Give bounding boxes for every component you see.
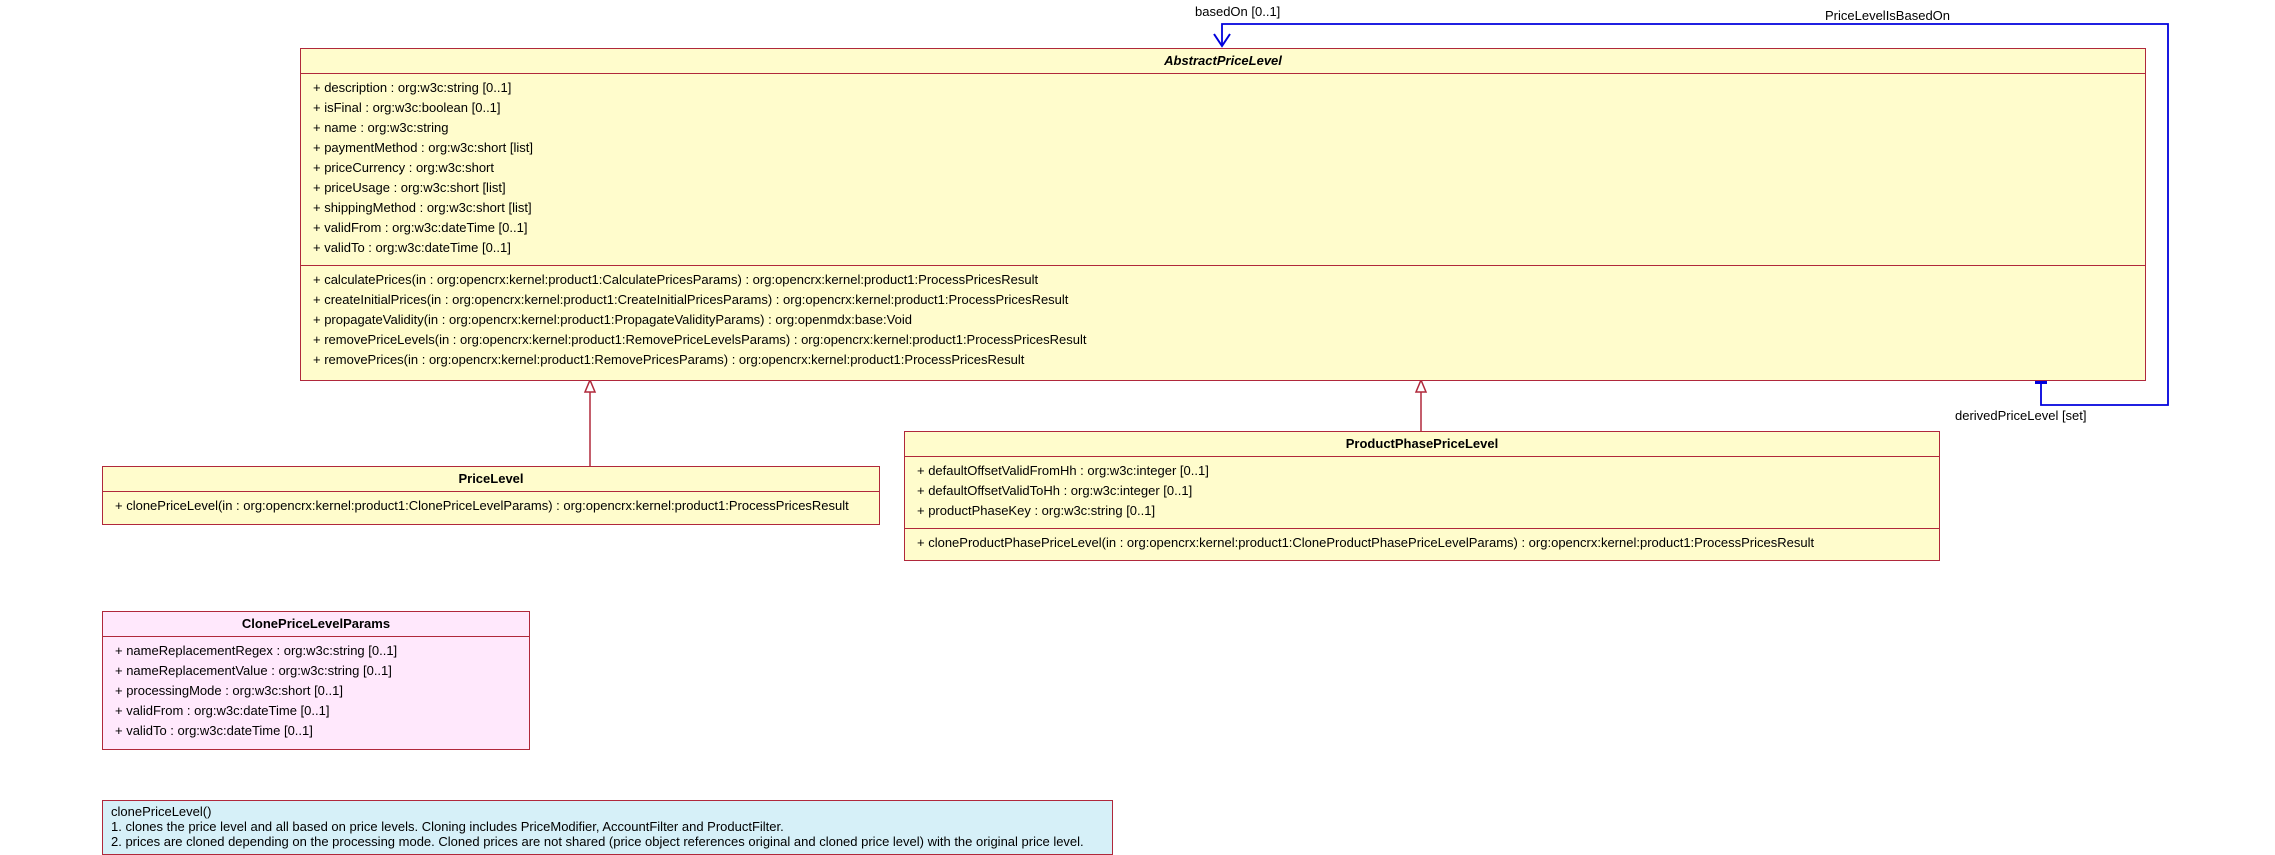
attribute-row: + priceUsage : org:w3c:short [list]: [313, 180, 506, 195]
attributes-section: + description : org:w3c:string [0..1] + …: [301, 74, 2145, 265]
attribute-row: + defaultOffsetValidToHh : org:w3c:integ…: [917, 483, 1193, 498]
attributes-section: + defaultOffsetValidFromHh : org:w3c:int…: [905, 457, 1939, 528]
note-line: clonePriceLevel(): [111, 804, 212, 819]
generalization-pricelevel-arrowhead: [583, 378, 597, 393]
note-line: 2. prices are cloned depending on the pr…: [111, 834, 1084, 849]
class-abstractpricelevel[interactable]: AbstractPriceLevel + description : org:w…: [300, 48, 2146, 381]
operations-section: + cloneProductPhasePriceLevel(in : org:o…: [905, 528, 1939, 557]
class-title: ClonePriceLevelParams: [103, 612, 529, 637]
attribute-row: + validFrom : org:w3c:dateTime [0..1]: [115, 703, 330, 718]
class-productphasepricelevel[interactable]: ProductPhasePriceLevel + defaultOffsetVa…: [904, 431, 1940, 561]
attribute-row: + priceCurrency : org:w3c:short: [313, 160, 494, 175]
class-title: ProductPhasePriceLevel: [905, 432, 1939, 457]
operation-row: + removePriceLevels(in : org:opencrx:ker…: [313, 332, 1087, 347]
class-title: PriceLevel: [103, 467, 879, 492]
attribute-row: + description : org:w3c:string [0..1]: [313, 80, 512, 95]
attribute-row: + productPhaseKey : org:w3c:string [0..1…: [917, 503, 1156, 518]
operation-row: + removePrices(in : org:opencrx:kernel:p…: [313, 352, 1025, 367]
attribute-row: + validFrom : org:w3c:dateTime [0..1]: [313, 220, 528, 235]
attribute-row: + validTo : org:w3c:dateTime [0..1]: [115, 723, 313, 738]
operation-row: + createInitialPrices(in : org:opencrx:k…: [313, 292, 1069, 307]
class-title: AbstractPriceLevel: [301, 49, 2145, 74]
generalization-productphase-arrowhead: [1414, 378, 1428, 393]
association-end-basedon-label: basedOn [0..1]: [1195, 4, 1281, 19]
attributes-section: + nameReplacementRegex : org:w3c:string …: [103, 637, 529, 745]
attribute-row: + validTo : org:w3c:dateTime [0..1]: [313, 240, 511, 255]
comment-note[interactable]: clonePriceLevel() 1. clones the price le…: [102, 800, 1113, 855]
operation-row: + clonePriceLevel(in : org:opencrx:kerne…: [115, 498, 849, 513]
attribute-row: + defaultOffsetValidFromHh : org:w3c:int…: [917, 463, 1209, 478]
operation-row: + calculatePrices(in : org:opencrx:kerne…: [313, 272, 1039, 287]
attribute-row: + paymentMethod : org:w3c:short [list]: [313, 140, 534, 155]
attribute-row: + processingMode : org:w3c:short [0..1]: [115, 683, 343, 698]
attribute-row: + shippingMethod : org:w3c:short [list]: [313, 200, 532, 215]
operation-row: + propagateValidity(in : org:opencrx:ker…: [313, 312, 912, 327]
operations-section: + clonePriceLevel(in : org:opencrx:kerne…: [103, 492, 879, 520]
attribute-row: + isFinal : org:w3c:boolean [0..1]: [313, 100, 501, 115]
association-name-label: PriceLevelIsBasedOn: [1825, 8, 1951, 23]
operation-row: + cloneProductPhasePriceLevel(in : org:o…: [917, 535, 1815, 550]
association-pricelevelisbasedon-line: [1221, 23, 2169, 406]
operations-section: + calculatePrices(in : org:opencrx:kerne…: [301, 265, 2145, 374]
association-basedon-arrowhead: [1213, 33, 1231, 48]
association-derived-end-marker: [2035, 380, 2047, 384]
class-pricelevel[interactable]: PriceLevel + clonePriceLevel(in : org:op…: [102, 466, 880, 525]
attribute-row: + nameReplacementValue : org:w3c:string …: [115, 663, 392, 678]
attribute-row: + name : org:w3c:string: [313, 120, 449, 135]
note-line: 1. clones the price level and all based …: [111, 819, 784, 834]
class-clonepricelevelparams[interactable]: ClonePriceLevelParams + nameReplacementR…: [102, 611, 530, 750]
association-end-derived-label: derivedPriceLevel [set]: [1955, 408, 2087, 423]
attribute-row: + nameReplacementRegex : org:w3c:string …: [115, 643, 398, 658]
